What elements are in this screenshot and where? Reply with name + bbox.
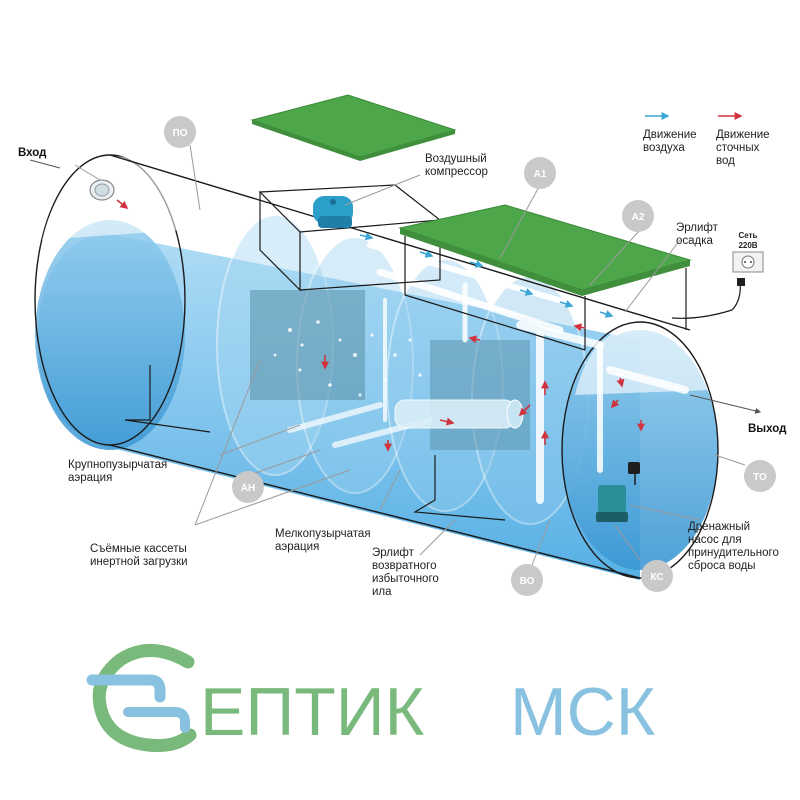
- badge-po: ПО: [164, 116, 196, 148]
- coarse-aeration-label-1: Крупнопузырчатая: [68, 459, 167, 471]
- drain-pump-label-4: сброса воды: [688, 560, 756, 572]
- return-airlift-label-3: избыточного: [372, 573, 439, 585]
- lid-main: [398, 204, 692, 351]
- support-left: [124, 365, 211, 433]
- compressor-label-2: компрессор: [425, 166, 488, 178]
- badge-a2: А2: [622, 200, 654, 232]
- leader-lines: [29, 144, 762, 571]
- badge-vo: ВО: [511, 564, 543, 596]
- return-airlift-label-1: Эрлифт: [372, 547, 415, 559]
- internal-pipes: [287, 242, 689, 504]
- badge-ks: КС: [641, 560, 673, 592]
- svg-text:КС: КС: [650, 572, 663, 583]
- power-label-2: 220В: [738, 241, 757, 250]
- drain-pump-label-2: насос для: [688, 534, 742, 546]
- inlet-label: Вход: [18, 147, 47, 159]
- compressor-icon: [313, 196, 353, 228]
- legend-sewage-line-1: Движение: [716, 129, 770, 141]
- tank-water: [37, 232, 640, 580]
- svg-text:ТО: ТО: [753, 472, 767, 483]
- sludge-airlift-label-1: Эрлифт: [676, 222, 719, 234]
- brand-name-part2: МСК: [510, 674, 656, 750]
- power-socket: Сеть 220В: [671, 231, 764, 319]
- support-right: [413, 455, 506, 521]
- air-flow-arrows: [359, 232, 614, 318]
- svg-text:А2: А2: [632, 212, 645, 223]
- svg-text:АН: АН: [241, 483, 255, 494]
- svg-text:А1: А1: [534, 169, 547, 180]
- legend-air-line-1: Движение: [643, 129, 697, 141]
- sludge-airlift-label-2: осадка: [676, 235, 714, 247]
- left-end-water: [35, 220, 185, 450]
- power-label-1: Сеть: [739, 231, 758, 240]
- cassette-block-2: [430, 340, 530, 450]
- cassette-block-1: [250, 290, 365, 400]
- coarse-aeration-label-2: аэрация: [68, 472, 112, 484]
- legend-sewage-line-2: сточных: [716, 142, 760, 154]
- brand-name-part1: ЕПТИК: [200, 674, 425, 750]
- return-pipe: [394, 399, 524, 429]
- fine-aeration-label-1: Мелкопузырчатая: [275, 528, 371, 540]
- lid-compressor: [250, 94, 457, 158]
- legend: Движение воздуха Движение сточных вод: [643, 112, 770, 167]
- badge-to: ТО: [744, 460, 776, 492]
- badge-a1: А1: [524, 157, 556, 189]
- brand-logo: ЕПТИК МСК: [86, 644, 656, 752]
- return-airlift-label-2: возвратного: [372, 560, 437, 572]
- outlet-label: Выход: [748, 423, 787, 435]
- drain-pump-label-1: Дренажный: [688, 521, 750, 533]
- sewage-flow-arrows: [116, 199, 645, 452]
- fine-aeration-label-2: аэрация: [275, 541, 319, 553]
- compressor-label-1: Воздушный: [425, 153, 487, 165]
- svg-text:ПО: ПО: [173, 128, 188, 139]
- cassettes-label-2: инертной загрузки: [90, 556, 188, 568]
- brand-s-icon: [86, 644, 197, 752]
- drain-pump-icon: [596, 462, 640, 522]
- legend-air-line-2: воздуха: [643, 142, 685, 154]
- aeration-bubbles: [273, 320, 422, 397]
- return-airlift-label-4: ила: [372, 586, 392, 598]
- drain-pump-label-3: принудительного: [688, 547, 779, 559]
- svg-text:ВО: ВО: [520, 576, 535, 587]
- legend-sewage-line-3: вод: [716, 155, 735, 167]
- badge-an: АН: [232, 471, 264, 503]
- cassettes-label-1: Съёмные кассеты: [90, 543, 187, 555]
